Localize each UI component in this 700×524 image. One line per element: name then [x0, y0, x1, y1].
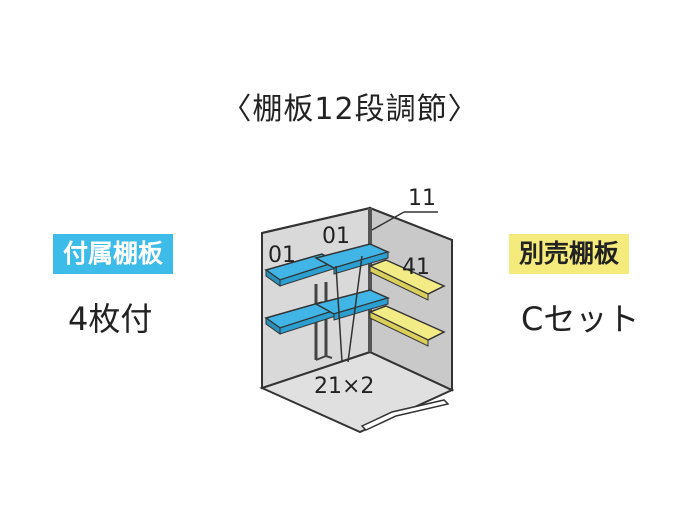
optional-shelves-badge: 別売棚板: [509, 234, 630, 274]
shelf-label-side: 41: [402, 255, 430, 280]
shelf-label-right: 01: [322, 224, 350, 249]
optional-shelves-set: Cセット: [521, 300, 640, 338]
included-shelves-count: 4枚付: [68, 300, 153, 338]
door-rail: [360, 399, 450, 431]
corner-part-label: 11: [408, 186, 436, 211]
included-shelf-lower-2: [313, 289, 391, 321]
optional-shelf-upper: [368, 259, 446, 301]
page-title: 〈棚板12段調節〉: [221, 92, 479, 127]
bracket-part-label: 21×2: [314, 374, 374, 399]
optional-shelf-lower: [368, 305, 446, 347]
shelf-label-left: 01: [268, 243, 296, 268]
included-shelves-badge: 付属棚板: [53, 234, 174, 274]
